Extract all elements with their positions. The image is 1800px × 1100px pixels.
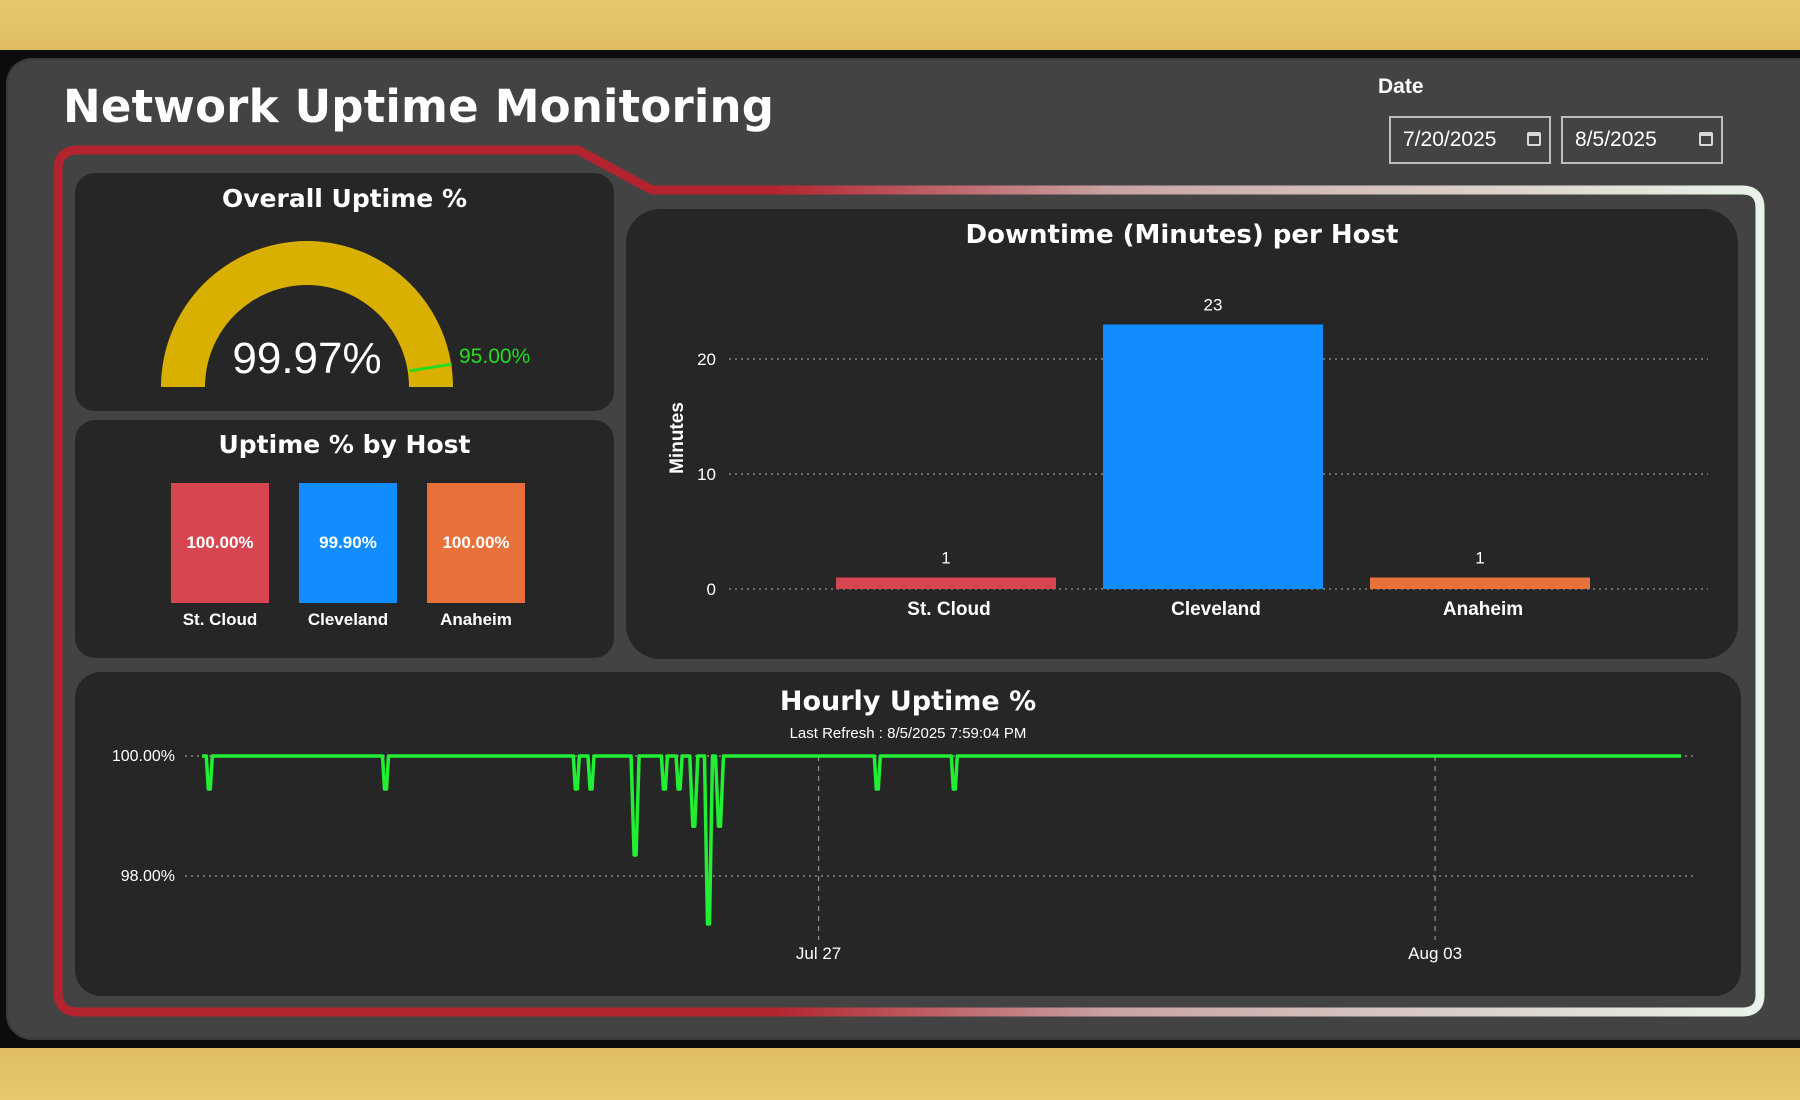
end-date-input[interactable]: 8/5/2025 xyxy=(1561,116,1723,164)
downtime-card: Downtime (Minutes) per Host Minutes 0 10 2… xyxy=(626,209,1738,659)
last-refresh-label: Last Refresh : 8/5/2025 7:59:04 PM xyxy=(789,725,1027,742)
calendar-icon[interactable] xyxy=(1699,132,1713,146)
host-uptime-card: Uptime % by Host 100.00% St. Cloud 99.90% C… xyxy=(75,420,614,658)
gauge-value-label: 99.97% xyxy=(232,334,381,383)
downtime-x-tick: St. Cloud xyxy=(907,599,990,620)
host-uptime-title: Uptime % by Host xyxy=(218,430,471,459)
hourly-uptime-card: Hourly Uptime % Last Refresh : 8/5/2025 … xyxy=(75,672,1741,996)
downtime-y-axis-label: Minutes xyxy=(667,402,688,474)
hourly-y-tick: 98.00% xyxy=(121,868,175,885)
gauge-arc xyxy=(161,241,453,387)
gauge-target-marker xyxy=(409,362,453,373)
downtime-y-tick: 20 xyxy=(697,350,716,369)
date-filter-label: Date xyxy=(1378,75,1424,98)
host-tile-name: Cleveland xyxy=(307,610,389,629)
downtime-data-label: 1 xyxy=(1475,549,1484,568)
start-date-value: 7/20/2025 xyxy=(1403,128,1497,151)
hourly-line-chart: 98.00% 100.00% Jul 27 Aug 03 xyxy=(112,748,1693,963)
background-top xyxy=(0,0,1800,52)
page-title: Network Uptime Monitoring xyxy=(63,80,775,133)
host-tile-value: 99.90% xyxy=(319,533,377,552)
background-bottom xyxy=(0,1048,1800,1100)
calendar-icon[interactable] xyxy=(1527,132,1541,146)
host-tile-value: 100.00% xyxy=(186,533,254,552)
gauge-target-label: 95.00% xyxy=(459,345,530,368)
downtime-y-tick: 10 xyxy=(697,465,716,484)
downtime-bar[interactable] xyxy=(836,577,1056,590)
downtime-bar[interactable] xyxy=(1103,324,1323,590)
downtime-y-tick: 0 xyxy=(707,580,716,599)
overall-uptime-card: Overall Uptime % 99.97% 95.00% xyxy=(75,173,614,411)
downtime-data-label: 23 xyxy=(1204,296,1223,315)
host-tile-name: St. Cloud xyxy=(182,610,258,629)
downtime-title: Downtime (Minutes) per Host xyxy=(965,220,1399,250)
end-date-value: 8/5/2025 xyxy=(1575,128,1657,151)
downtime-data-label: 1 xyxy=(941,549,950,568)
hourly-uptime-title: Hourly Uptime % xyxy=(779,686,1037,717)
hourly-x-tick: Jul 27 xyxy=(796,944,841,963)
downtime-x-tick: Cleveland xyxy=(1171,599,1261,620)
downtime-x-tick: Anaheim xyxy=(1443,599,1523,620)
host-tile[interactable]: 99.90% xyxy=(299,483,397,603)
start-date-input[interactable]: 7/20/2025 xyxy=(1389,116,1551,164)
hourly-uptime-line[interactable] xyxy=(202,754,1681,926)
uptime-gauge: 99.97% 95.00% xyxy=(161,241,530,387)
host-tile-value: 100.00% xyxy=(442,533,510,552)
host-tile[interactable]: 100.00% xyxy=(171,483,269,603)
overall-uptime-title: Overall Uptime % xyxy=(221,184,468,213)
hourly-x-tick: Aug 03 xyxy=(1408,944,1462,963)
hourly-y-tick: 100.00% xyxy=(112,748,175,765)
downtime-bar[interactable] xyxy=(1370,577,1590,590)
host-tile[interactable]: 100.00% xyxy=(427,483,525,603)
host-tile-name: Anaheim xyxy=(440,610,512,629)
